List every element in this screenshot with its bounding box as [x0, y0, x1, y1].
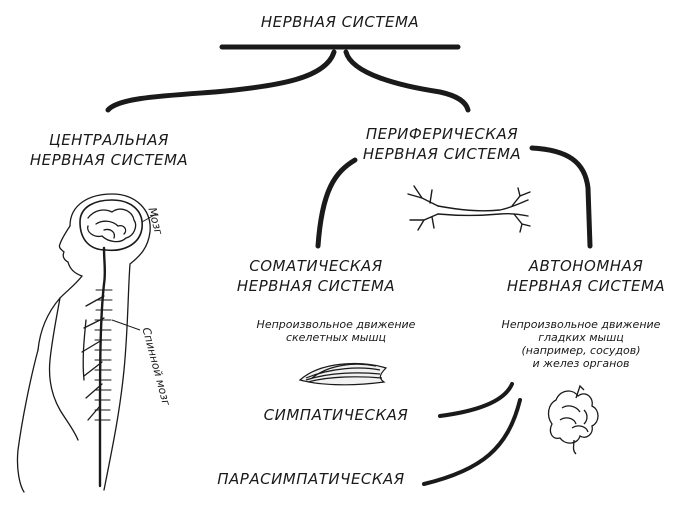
- somatic-title: СОМАТИЧЕСКАЯ НЕРВНАЯ СИСТЕМА: [218, 256, 414, 296]
- peripheral-title: ПЕРИФЕРИЧЕСКАЯ НЕРВНАЯ СИСТЕМА: [344, 124, 540, 164]
- parasympathetic-label: ПАРАСИМПАТИЧЕСКАЯ: [217, 470, 405, 488]
- somatic-title-line1: СОМАТИЧЕСКАЯ: [249, 257, 383, 275]
- autonomic-title-line1: АВТОНОМНАЯ: [528, 257, 644, 275]
- autonomic-note-line2: гладких мышц: [538, 331, 624, 344]
- somatic-note: Непроизвольное движение скелетных мышц: [246, 318, 426, 344]
- brain-label-pointer: [141, 213, 157, 223]
- somatic-note-line1: Непроизвольное движение: [256, 318, 416, 331]
- central-title-line2: НЕРВНАЯ СИСТЕМА: [29, 151, 189, 169]
- central-title-line1: ЦЕНТРАЛЬНАЯ: [49, 131, 169, 149]
- connector-root-peripheral: [343, 49, 471, 113]
- connector-peripheral-somatic: [315, 157, 358, 249]
- somatic-title-line2: НЕРВНАЯ СИСТЕМА: [236, 277, 396, 295]
- neuron-icon: [407, 185, 531, 233]
- intestine-icon: [547, 384, 599, 455]
- peripheral-title-line2: НЕРВНАЯ СИСТЕМА: [362, 145, 522, 163]
- skeletal-muscle-icon: [298, 362, 388, 386]
- autonomic-title: АВТОНОМНАЯ НЕРВНАЯ СИСТЕМА: [488, 256, 682, 296]
- spine-label-pointer: [111, 319, 141, 331]
- autonomic-title-line2: НЕРВНАЯ СИСТЕМА: [506, 277, 666, 295]
- human-figure-icon: [16, 193, 151, 493]
- connector-root-central: [105, 49, 337, 113]
- peripheral-title-line1: ПЕРИФЕРИЧЕСКАЯ: [365, 125, 519, 143]
- autonomic-note: Непроизвольное движение гладких мышц (на…: [486, 318, 676, 370]
- central-title: ЦЕНТРАЛЬНАЯ НЕРВНАЯ СИСТЕМА: [14, 130, 204, 170]
- somatic-note-line2: скелетных мышц: [285, 331, 387, 344]
- connector-peripheral-autonomic: [529, 145, 593, 249]
- root-title: НЕРВНАЯ СИСТЕМА: [260, 13, 420, 31]
- autonomic-note-line1: Непроизвольное движение: [501, 318, 661, 331]
- connector-autonomic-sympathetic: [438, 382, 514, 418]
- autonomic-note-line4: и желез органов: [532, 357, 630, 370]
- sympathetic-label: СИМПАТИЧЕСКАЯ: [263, 406, 409, 424]
- autonomic-note-line3: (например, сосудов): [521, 344, 641, 357]
- connector-autonomic-parasympathetic: [422, 398, 522, 486]
